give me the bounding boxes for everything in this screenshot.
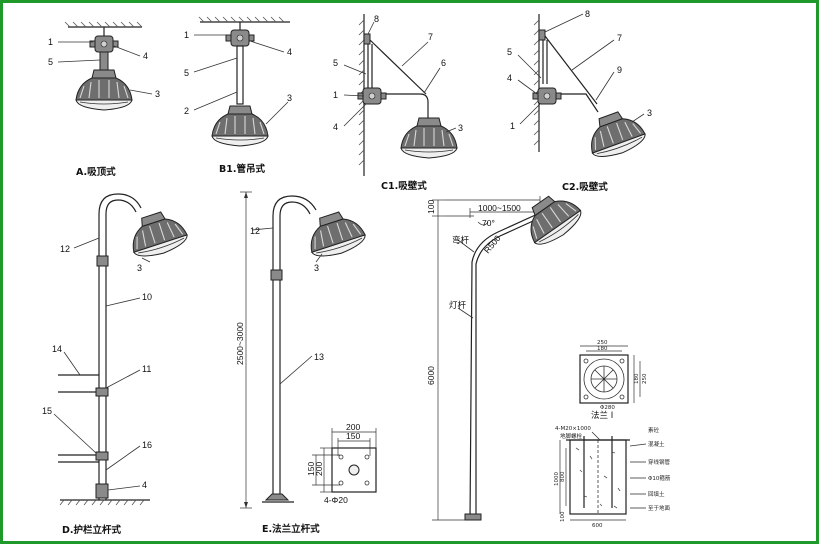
- label-a-part-4: 4: [143, 51, 148, 61]
- found-width: 600: [592, 523, 603, 529]
- found-note-ground: 至于地面: [648, 504, 671, 512]
- found-height-800: 800: [560, 471, 566, 482]
- label-c2-part-7: 7: [617, 33, 622, 43]
- label-d-part-15: 15: [42, 406, 52, 416]
- label-c1-part-3: 3: [458, 123, 463, 133]
- label-b1-part-5: 5: [184, 68, 189, 78]
- label-c2-part-1: 1: [510, 121, 515, 131]
- diagram-c1-wall-mount: [343, 14, 458, 176]
- dim-flange-diameter: Φ280: [600, 405, 615, 411]
- found-height-1000: 1000: [554, 472, 560, 486]
- label-f-pole: 灯杆: [449, 300, 467, 311]
- dim-f-height: 6000: [426, 366, 436, 385]
- caption-c2: C2.吸壁式: [562, 181, 608, 193]
- label-d-part-4: 4: [142, 480, 147, 490]
- found-note-backfill: 回填土: [648, 490, 665, 498]
- label-f-arm: 弯杆: [452, 235, 470, 246]
- caption-a: A.吸顶式: [76, 166, 116, 178]
- diagram-f-street-pole: [432, 185, 587, 521]
- dim-f-top: 100: [426, 200, 436, 214]
- label-a-part-5: 5: [48, 57, 53, 67]
- label-d-part-11: 11: [142, 364, 151, 374]
- dim-e-bolts: 4-Φ20: [324, 495, 348, 505]
- caption-e: E.法兰立杆式: [262, 523, 320, 535]
- diagram-a-ceiling-mount: [57, 21, 153, 111]
- dim-flange-width-250: 250: [597, 340, 608, 346]
- found-note-conduit: 穿线钢管: [648, 458, 671, 466]
- dim-f-angle: 70°: [482, 218, 495, 228]
- found-note-plain-concrete: 素砼: [648, 426, 660, 434]
- dim-e-height: 2500~3000: [235, 322, 245, 365]
- label-e-part-13: 13: [314, 352, 324, 362]
- dim-f-reach: 1000~1500: [478, 203, 521, 213]
- found-note-anchor: 地脚螺栓: [560, 432, 583, 440]
- label-c1-part-6: 6: [441, 58, 446, 68]
- label-e-part-3: 3: [314, 263, 319, 273]
- found-bolt: 4-M20×1000: [555, 426, 591, 432]
- label-c1-part-7: 7: [428, 32, 433, 42]
- label-c1-part-4: 4: [333, 122, 338, 132]
- label-d-part-3: 3: [137, 263, 142, 273]
- label-c1-part-5: 5: [333, 58, 338, 68]
- dim-e-width-200: 200: [346, 422, 360, 432]
- label-c1-part-8: 8: [374, 14, 379, 24]
- label-b1-part-1: 1: [184, 30, 189, 40]
- dim-flange-side-250: 250: [642, 373, 648, 384]
- dim-flange-width-180: 180: [597, 346, 608, 352]
- diagram-b1-pipe-pendant: [193, 16, 290, 147]
- label-c2-part-5: 5: [507, 47, 512, 57]
- found-note-stirrup: Φ10箍筋: [648, 474, 671, 482]
- label-c2-part-3: 3: [647, 108, 652, 118]
- label-d-part-10: 10: [142, 292, 152, 302]
- caption-d: D.护栏立杆式: [62, 524, 121, 536]
- label-d-part-14: 14: [52, 344, 62, 354]
- label-a-part-1: 1: [48, 37, 53, 47]
- diagram-c2-wall-mount: [517, 13, 650, 164]
- label-b1-part-2: 2: [184, 106, 189, 116]
- found-note-concrete: 混凝土: [648, 440, 665, 448]
- dim-e-height-150: 150: [306, 462, 316, 476]
- label-c2-part-4: 4: [507, 73, 512, 83]
- caption-c1: C1.吸壁式: [381, 180, 427, 192]
- dim-flange-side-180: 180: [634, 373, 640, 384]
- dim-e-height-200: 200: [314, 462, 324, 476]
- caption-flange: 法兰 I: [591, 410, 613, 421]
- diagram-d-railing-pole: [53, 193, 191, 506]
- diagram-foundation-detail: [559, 431, 647, 521]
- label-e-part-12: 12: [250, 226, 260, 236]
- label-c2-part-8: 8: [585, 9, 590, 19]
- label-d-part-12: 12: [60, 244, 70, 254]
- label-c2-part-9: 9: [617, 65, 622, 75]
- diagram-flange-detail: [579, 345, 641, 404]
- caption-b1: B1.管吊式: [219, 163, 265, 175]
- label-a-part-3: 3: [155, 89, 160, 99]
- label-b1-part-3: 3: [287, 93, 292, 103]
- dim-e-width-150: 150: [346, 431, 360, 441]
- found-height-100: 100: [560, 511, 566, 522]
- label-b1-part-4: 4: [287, 47, 292, 57]
- diagram-e-flange-pole: [240, 191, 377, 509]
- label-d-part-16: 16: [142, 440, 152, 450]
- label-c1-part-1: 1: [333, 90, 338, 100]
